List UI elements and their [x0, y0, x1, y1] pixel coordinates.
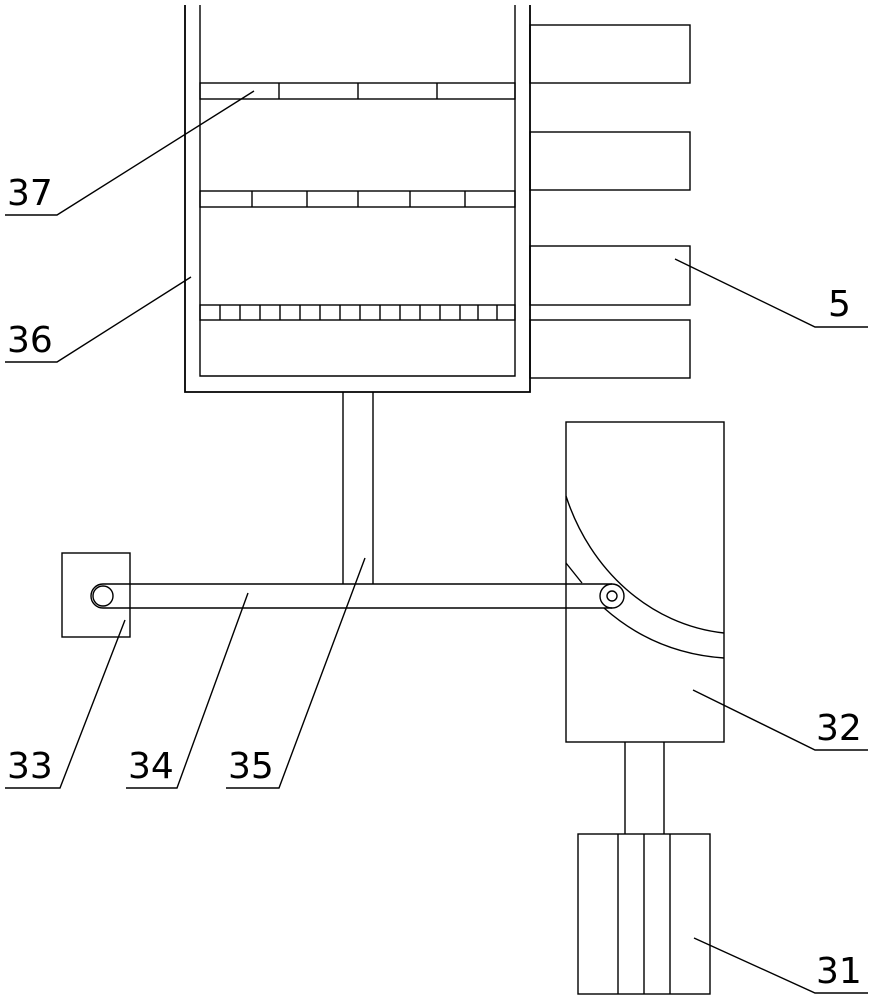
hinge-block [61, 552, 131, 638]
label-35: 35 [228, 746, 274, 787]
connecting-lever [90, 583, 612, 609]
motor [577, 833, 711, 995]
callout-37: 37 [5, 90, 255, 216]
roller-outer [599, 583, 625, 609]
label-34: 34 [128, 746, 174, 787]
roller-pin [606, 590, 618, 602]
discharge-chutes [529, 24, 691, 379]
sieve-screen-bottom [199, 304, 516, 321]
callout-34: 34 [126, 592, 249, 789]
drive-shaft [624, 742, 665, 834]
label-32: 32 [816, 708, 862, 749]
label-37: 37 [7, 173, 53, 214]
callout-32: 32 [692, 689, 868, 751]
label-31: 31 [816, 951, 862, 992]
label-36: 36 [7, 320, 53, 361]
support-column [342, 392, 374, 584]
sieve-screen-top [199, 82, 516, 100]
label-5: 5 [828, 284, 851, 325]
hinge-pin-left [92, 585, 114, 607]
sieve-screen-middle [199, 190, 516, 208]
callout-36: 36 [5, 276, 192, 363]
callout-35: 35 [226, 557, 366, 789]
callout-31: 31 [693, 937, 868, 994]
label-33: 33 [7, 746, 53, 787]
callout-5: 5 [674, 258, 868, 328]
callout-33: 33 [5, 619, 126, 789]
cam-housing [565, 421, 725, 743]
